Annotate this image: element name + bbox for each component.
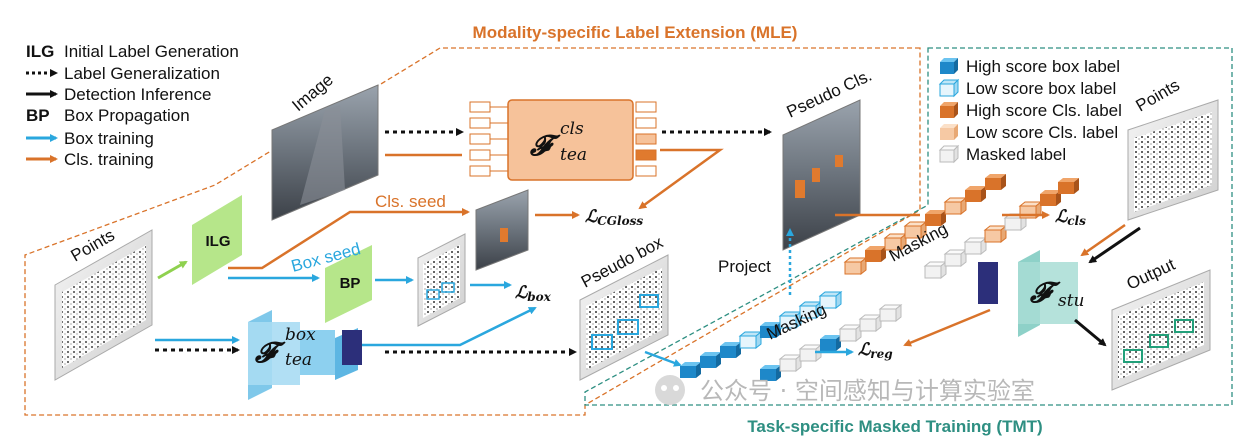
points-right-label: Points [1133, 75, 1183, 115]
masking-label-box: Masking [764, 300, 829, 344]
legend-high-cls: High score Cls. label [966, 101, 1122, 120]
box-teacher-to-lbox-arrow [362, 306, 537, 347]
watermark-text: 公众号 · 空间感知与计算实验室 [700, 377, 1035, 405]
legend-generalization-text: Label Generalization [64, 64, 220, 83]
seed-image [475, 189, 529, 271]
legend-ilg-key: ILG [26, 42, 54, 61]
cls-teacher-output-nodes [635, 101, 657, 177]
pseudo-box-to-cubes-arrow [644, 350, 682, 367]
cube-high-box-icon [940, 58, 958, 74]
points-input-right: Points [1127, 75, 1219, 221]
cls-cube-chain [843, 174, 1006, 276]
loss-cls: ℒcls [1055, 207, 1086, 228]
legend-cls-training-text: Cls. training [64, 150, 154, 169]
ilg-box: ILG [192, 195, 242, 285]
points-to-ilg-arrow [157, 260, 188, 280]
box-teacher-sup: box [285, 325, 316, 345]
loss-cgloss: ℒCGloss [585, 207, 643, 228]
bp-box-label: BP [340, 275, 361, 292]
masked-box-chain [760, 303, 903, 381]
cls-teacher-input-nodes [469, 101, 508, 177]
ilg-box-label: ILG [206, 233, 231, 250]
mle-region [24, 47, 921, 416]
box-teacher-feature-map [342, 330, 362, 365]
legend: ILG Initial Label Generation Label Gener… [26, 42, 239, 169]
pseudo-cls-label: Pseudo Cls. [784, 66, 875, 122]
watermark: 公众号 · 空间感知与计算实验室 [655, 375, 1035, 405]
box-teacher-sub: tea [285, 350, 312, 370]
cls-teacher-network: 𝓕 cls tea [469, 99, 657, 181]
cube-masked-icon [938, 144, 960, 164]
legend-box-training-text: Box training [64, 129, 154, 148]
right-legend: High score box label Low score box label… [938, 57, 1122, 164]
student-sub: stu [1058, 291, 1085, 311]
pseudo-cls-image: Pseudo Cls. [782, 66, 875, 251]
cube-low-cls-icon [940, 124, 958, 140]
cls-teacher-to-cgloss-arrow [638, 148, 724, 210]
legend-masked: Masked label [966, 145, 1066, 164]
points-right-to-student-orange [1080, 223, 1126, 257]
cube-high-cls-icon [940, 102, 958, 118]
legend-low-box: Low score box label [966, 79, 1116, 98]
legend-bp-text: Box Propagation [64, 106, 190, 125]
cls-teacher-sup: cls [560, 119, 584, 139]
legend-high-box: High score box label [966, 57, 1120, 76]
cls-teacher-sub: tea [560, 145, 587, 165]
legend-ilg-text: Initial Label Generation [64, 42, 239, 61]
tmt-region [584, 47, 1233, 406]
legend-inference-text: Detection Inference [64, 85, 211, 104]
student-feature-map [978, 262, 998, 304]
points-right-to-student-black [1088, 226, 1141, 264]
loss-reg: ℒreg [858, 340, 893, 361]
pseudo-box-points: Pseudo box [578, 232, 669, 381]
cls-seed-label: Cls. seed [375, 192, 446, 211]
seed-points [417, 233, 466, 327]
student-to-output-arrow [1074, 318, 1107, 347]
student-to-lreg-arrow [903, 308, 991, 347]
student-network: 𝓕 stu [978, 250, 1085, 337]
box-cube-chain [680, 290, 843, 378]
tmt-title: Task-specific Masked Training (TMT) [747, 417, 1042, 436]
mle-title: Modality-specific Label Extension (MLE) [473, 23, 798, 42]
bp-box: BP [325, 245, 372, 323]
box-teacher-network: 𝓕 box tea [248, 310, 362, 400]
cls-seed-arrow [228, 208, 470, 270]
project-label: Project [718, 257, 771, 276]
points-input-left: Points [54, 225, 153, 381]
output-points: Output [1111, 255, 1211, 391]
legend-low-cls: Low score Cls. label [966, 123, 1118, 142]
camera-image: Image [271, 70, 379, 221]
loss-box: ℒbox [515, 283, 552, 304]
cube-low-box-icon [938, 78, 960, 98]
legend-bp-key: BP [26, 106, 50, 125]
